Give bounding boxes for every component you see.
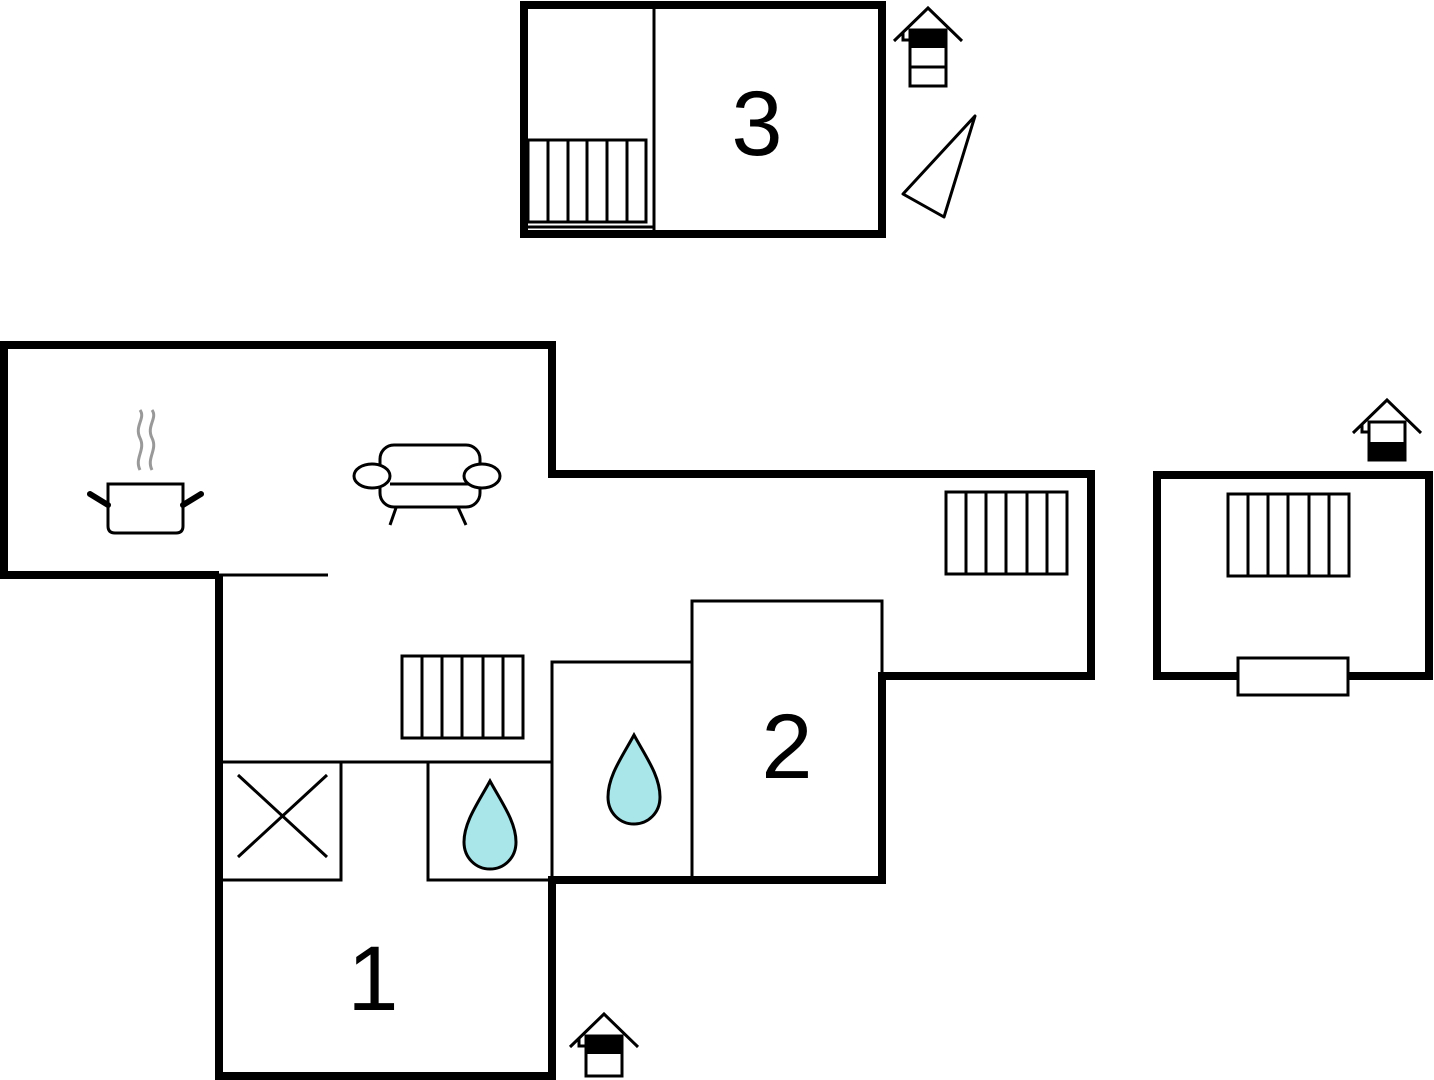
radiator-icon [400,654,525,740]
north-arrow-icon [901,114,977,219]
annex [1153,397,1433,697]
main-floor-outer-walls [0,341,1095,1080]
radiator-icon [526,138,648,224]
upper-floor: 3 [520,1,977,238]
room-label-2: 2 [761,696,812,798]
water-drop-icon [606,731,662,826]
radiator-icon [1226,492,1351,578]
room-label-1: 1 [347,928,398,1030]
bathroom-1-cell [426,762,552,882]
house-entrance-icon [1351,397,1423,462]
house-entrance-icon [568,1011,640,1078]
annex-door-opening [1236,656,1350,697]
room-label-3: 3 [731,73,782,175]
crossed-storage-icon [236,773,329,859]
bathroom-2-cell [550,660,692,880]
water-drop-icon [462,777,518,871]
sofa-icon [352,443,502,526]
bedroom-2-walls [690,599,884,880]
upper-floor-walls [520,1,886,238]
cooking-pot-icon [87,409,204,535]
radiator-icon [944,490,1069,576]
main-floor: 2 1 [0,341,1095,1080]
house-entrance-icon [892,5,964,88]
